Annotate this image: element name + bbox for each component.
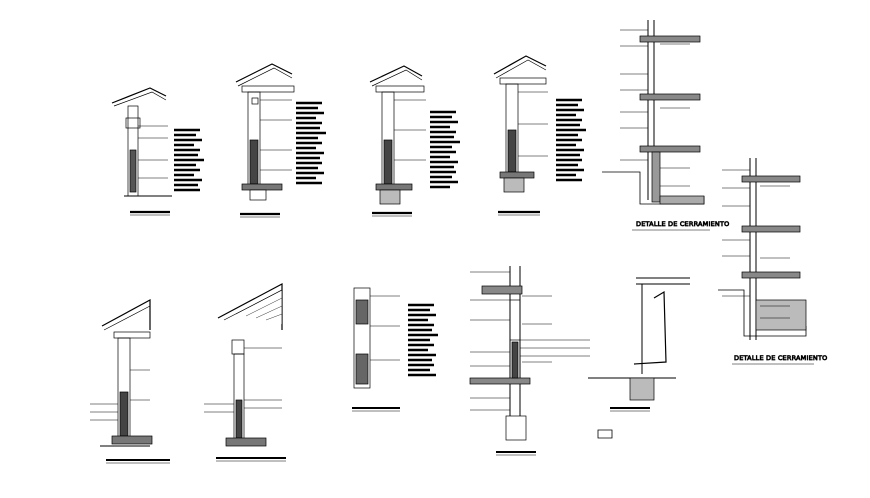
label-column-4 xyxy=(556,98,586,182)
enclosure-detail-2: DETALLE DE CERRAMIENTO xyxy=(718,158,828,365)
wall-section-5 xyxy=(352,287,438,412)
label-column-1 xyxy=(174,128,204,192)
label-column-3 xyxy=(430,110,460,189)
eave-section-2 xyxy=(204,283,286,462)
window-detail xyxy=(588,277,690,439)
enclosure-detail-1: DETALLE DE CERRAMIENTO xyxy=(602,20,730,231)
label-column-2 xyxy=(296,101,326,185)
wall-section-1 xyxy=(111,87,204,216)
wall-section-6 xyxy=(469,266,590,456)
wall-section-4 xyxy=(493,55,586,216)
wall-section-2 xyxy=(235,63,326,218)
eave-section-1 xyxy=(90,298,170,464)
label-column-5 xyxy=(408,303,438,377)
caption-enclosure-2: DETALLE DE CERRAMIENTO xyxy=(734,354,827,362)
wall-section-3 xyxy=(369,65,460,217)
caption-enclosure-1: DETALLE DE CERRAMIENTO xyxy=(636,220,729,228)
